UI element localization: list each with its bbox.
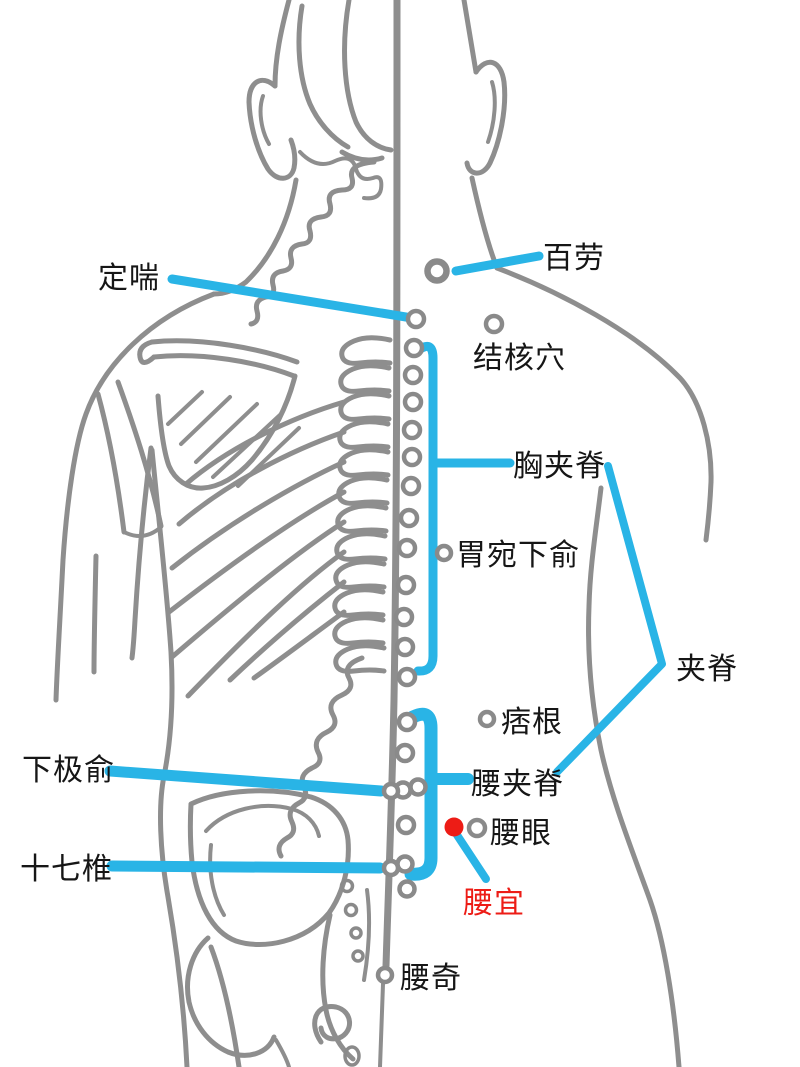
thigh-left-line [208,944,242,1067]
point-yaoyan [466,817,488,839]
leader-bailao [451,251,544,276]
leader-yaoyi [453,831,490,883]
vertebra [340,450,388,476]
spine-midline [382,0,401,970]
coccyx-curl [312,1004,352,1045]
label-jiaji: 夹脊 [676,652,738,687]
scapular-spine-top [149,338,300,365]
occiput-line [342,0,394,153]
point-labels: 定喘 百劳 结核穴 胸夹脊 胃宛下俞 夹脊 痞根 下极俞 腰夹脊 腰眼 十七椎 … [20,241,738,996]
label-xiongjiaji: 胸夹脊 [513,449,606,484]
vertebra [337,534,385,560]
leader-dingchuan [167,274,417,323]
label-shiqizhui: 十七椎 [20,852,113,887]
lumbar-vertebrae [276,655,365,859]
coccyx-segment [343,1045,361,1067]
label-bailao: 百劳 [543,241,605,276]
label-pigen: 痞根 [501,705,563,740]
skull-outline-right [461,0,479,75]
scapula-rib-hatching [166,390,301,488]
skull-side-line [296,3,351,150]
arm-left-inner [129,445,154,661]
label-weiwanxiashu: 胃宛下俞 [456,538,580,573]
point-yaoyi [444,817,464,837]
bracket-thoracic [413,342,438,676]
leader-jiaji [553,462,666,776]
scapular-spine-bottom [151,353,297,379]
point-yaoqi [375,965,395,985]
acromion [137,339,157,365]
sacral-foramen [343,902,359,918]
vertebra [341,394,389,420]
ear-left-inner [258,94,271,146]
leader-shiqizhui [106,860,386,874]
sacral-crest [362,888,372,982]
thoracic-vertebrae [335,338,390,672]
point-dingchuan [405,308,427,330]
label-dingchuan: 定喘 [98,261,160,296]
lumbar-point-column [393,711,428,899]
sacral-foramen [351,949,365,963]
vertebra [338,506,386,532]
bracket-lumbar [404,707,438,881]
sacral-foramen [339,878,355,894]
neck-left [211,177,299,297]
acupoint-markers [375,258,505,985]
torso-right [586,485,682,1067]
sacrum-edge [320,912,356,1062]
skull-outline-left [272,0,292,89]
point-xiajishu [381,781,401,801]
point-shiqizhui [381,858,401,878]
label-xiajishu: 下极俞 [22,753,115,788]
arm-right-outer [494,265,714,543]
label-yaoyan: 腰眼 [490,816,552,851]
neck-right [469,175,500,271]
label-jiehexue: 结核穴 [473,341,566,376]
ear-left [246,78,298,181]
sacral-foramen [349,926,363,940]
thigh-inner-line [274,1038,291,1067]
ilium-shading [208,843,226,917]
thoracic-point-column [393,308,427,688]
leader-xiajishu [104,765,387,797]
vertebra [340,422,388,448]
annotation-lines [104,251,666,883]
vertebra [342,338,390,364]
point-jiehexue [483,313,505,335]
ear-right [464,59,508,176]
forearm-left-line [91,553,99,675]
torso-left [149,447,190,1067]
point-weiwanxiashu [434,543,454,563]
vertebra [341,366,389,392]
spine-midline-tail [378,982,385,1067]
ischium [185,935,277,1058]
label-yaojiaji: 腰夹脊 [471,767,564,802]
deltoid-left [53,291,217,703]
point-bailao [424,258,450,284]
vertebra [335,618,383,644]
iliac-crest-inner [204,804,321,838]
ribs [166,399,347,699]
hairline-squiggle [298,150,384,201]
ear-right-inner [486,80,497,144]
anatomy-line-art [53,0,714,1067]
label-yaoqi: 腰奇 [400,961,462,996]
point-pigen [477,709,497,729]
humerus-left-b [95,391,127,535]
label-yaoyi: 腰宜 [463,886,525,921]
